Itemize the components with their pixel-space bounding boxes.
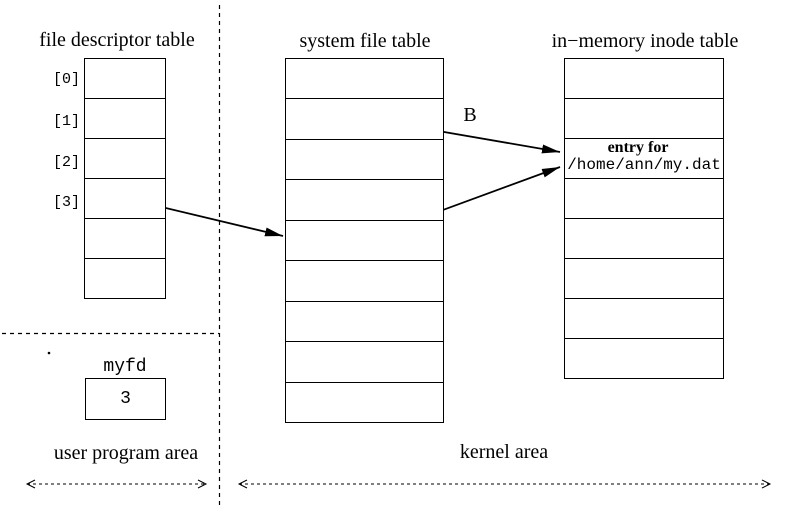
myfd-value-box: 3 <box>85 378 166 420</box>
in-memory-inode-table <box>564 58 724 379</box>
user-area-extent-arrow <box>25 479 208 489</box>
fd-index-3: [3] <box>52 194 80 211</box>
table-cell <box>286 59 443 100</box>
table-cell <box>565 219 723 259</box>
inode-entry-caption: entry for <box>607 139 669 156</box>
system-file-table-title: system file table <box>299 30 431 52</box>
table-cell <box>85 219 165 259</box>
kernel-area-label: kernel area <box>459 441 549 463</box>
fd-table-title: file descriptor table <box>39 29 195 51</box>
myfd-variable-label: myfd <box>103 357 147 377</box>
table-cell <box>286 261 443 302</box>
table-cell <box>85 139 165 179</box>
arrow-b-label: B <box>463 104 477 126</box>
table-cell <box>565 339 723 378</box>
user-program-area-label: user program area <box>53 442 199 464</box>
table-cell <box>286 383 443 422</box>
table-cell <box>565 299 723 339</box>
fd-index-0: [0] <box>52 71 80 88</box>
table-cell <box>286 99 443 140</box>
fd-index-2: [2] <box>52 154 80 171</box>
file-descriptor-table <box>84 58 166 299</box>
table-cell <box>286 180 443 221</box>
table-cell <box>565 99 723 139</box>
fd-index-1: [1] <box>52 113 80 130</box>
table-cell <box>85 179 165 219</box>
inode-entry-path: /home/ann/my.dat <box>567 156 721 174</box>
system-file-table <box>285 58 444 423</box>
table-cell <box>286 342 443 383</box>
table-cell <box>286 302 443 343</box>
table-cell <box>85 99 165 139</box>
table-cell <box>565 179 723 219</box>
inode-table-title: in−memory inode table <box>551 30 739 52</box>
table-cell <box>85 59 165 99</box>
table-cell <box>565 139 723 179</box>
table-cell <box>286 140 443 181</box>
dot-mark <box>47 351 51 355</box>
table-cell <box>565 59 723 99</box>
kernel-area-extent-arrow <box>237 479 772 489</box>
table-cell <box>85 259 165 298</box>
table-cell <box>565 259 723 299</box>
table-cell <box>286 221 443 262</box>
